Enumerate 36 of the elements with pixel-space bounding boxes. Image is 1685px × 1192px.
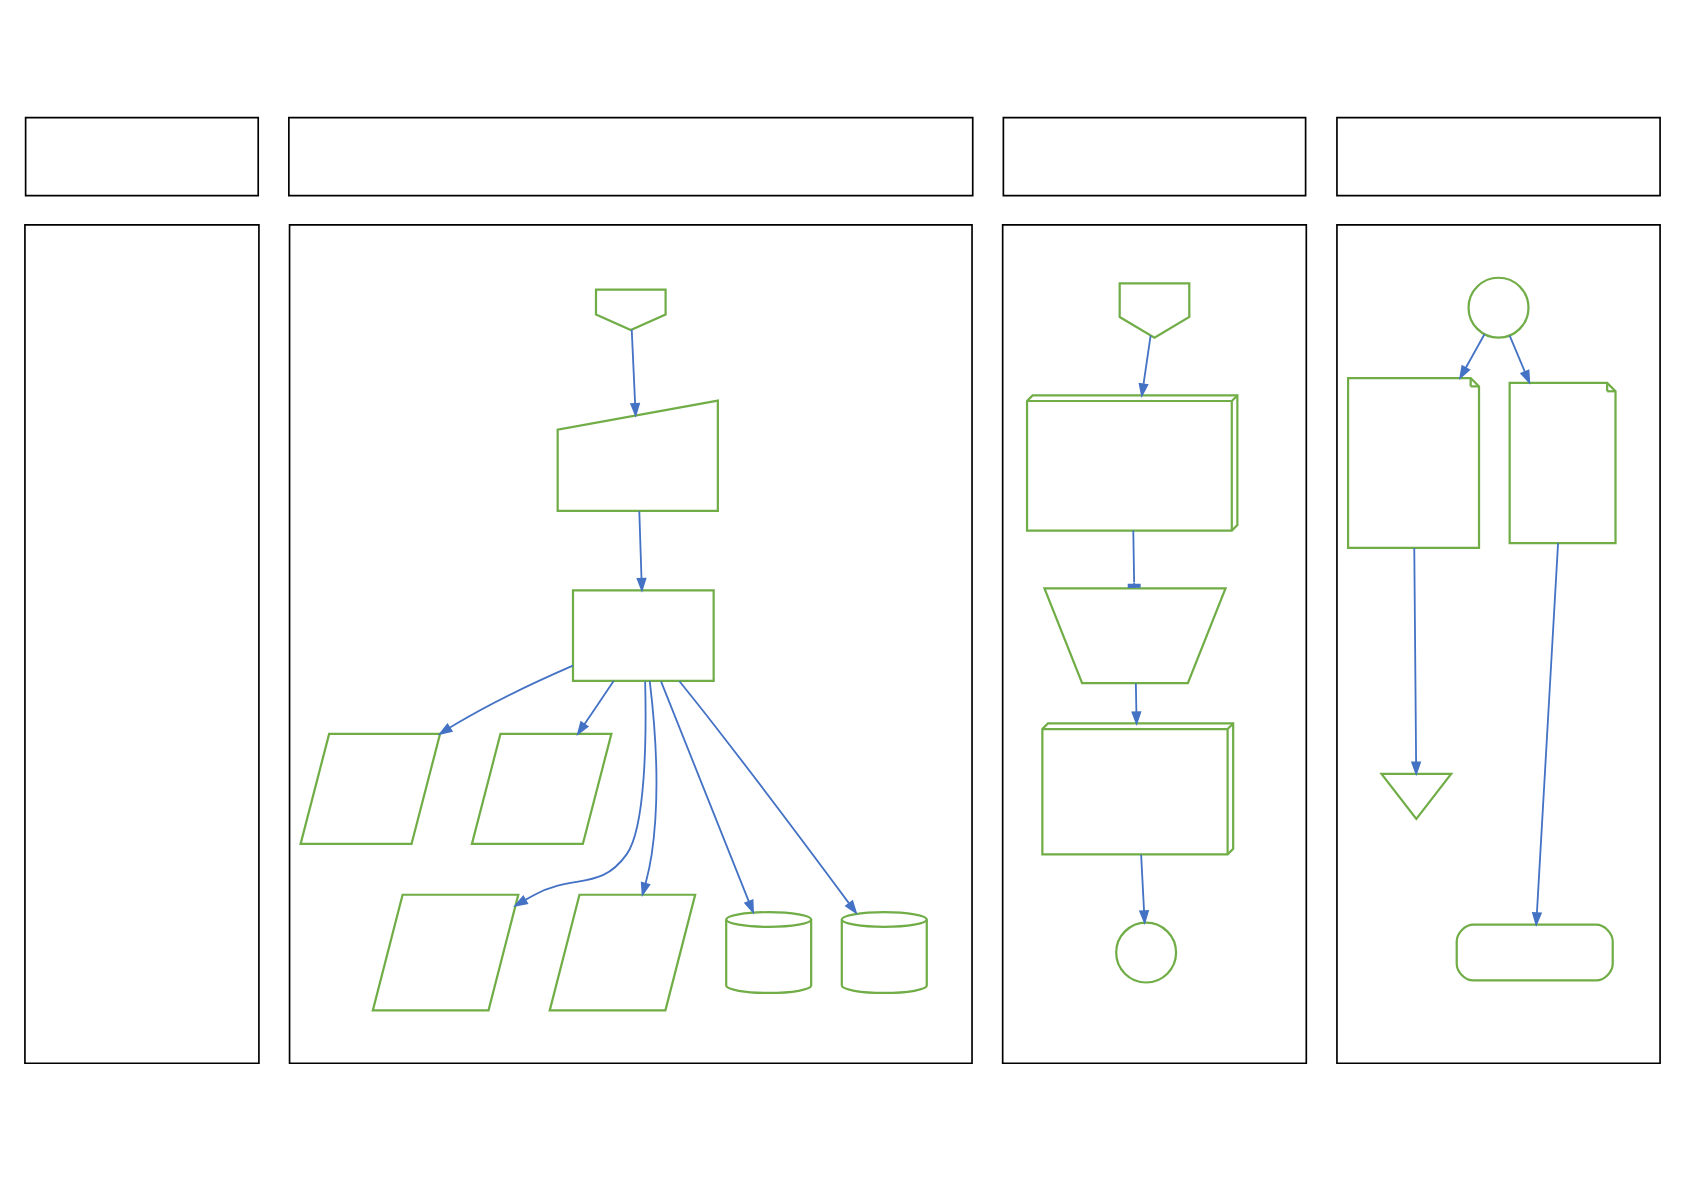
arrow <box>1508 334 1531 385</box>
arrow <box>1458 333 1486 381</box>
node-box <box>288 116 974 197</box>
node-box <box>1336 116 1661 197</box>
node-box <box>1002 116 1307 197</box>
arrow <box>678 680 858 915</box>
arrow <box>513 680 647 907</box>
arrow <box>437 664 574 736</box>
cluster <box>1001 224 1308 1065</box>
arrow <box>1138 853 1150 926</box>
node-pentagon <box>594 288 667 332</box>
node-box <box>24 224 260 1065</box>
arrow <box>660 680 755 915</box>
cluster <box>288 224 973 1065</box>
arrow <box>1531 542 1559 927</box>
node-parallelogram <box>548 893 697 1012</box>
connector <box>1127 529 1141 589</box>
arrow <box>1410 547 1422 777</box>
node-parallelogram <box>299 732 442 846</box>
arrow <box>1131 682 1142 727</box>
node-box <box>1455 923 1614 982</box>
arrow <box>1138 334 1152 399</box>
node-trapezoid <box>1042 587 1228 685</box>
cluster <box>1336 224 1661 1065</box>
node-parallelogram <box>470 732 613 846</box>
node-circle <box>1467 276 1530 339</box>
node-box <box>571 589 715 683</box>
node-pentagon <box>1118 282 1191 339</box>
node-triangle <box>1379 772 1454 821</box>
arrow <box>629 328 641 418</box>
arrow <box>636 510 647 593</box>
arrow <box>576 680 615 736</box>
node-circle <box>1115 921 1178 984</box>
node-box <box>24 116 260 197</box>
arrow <box>640 680 658 898</box>
node-parallelogram <box>371 893 520 1012</box>
